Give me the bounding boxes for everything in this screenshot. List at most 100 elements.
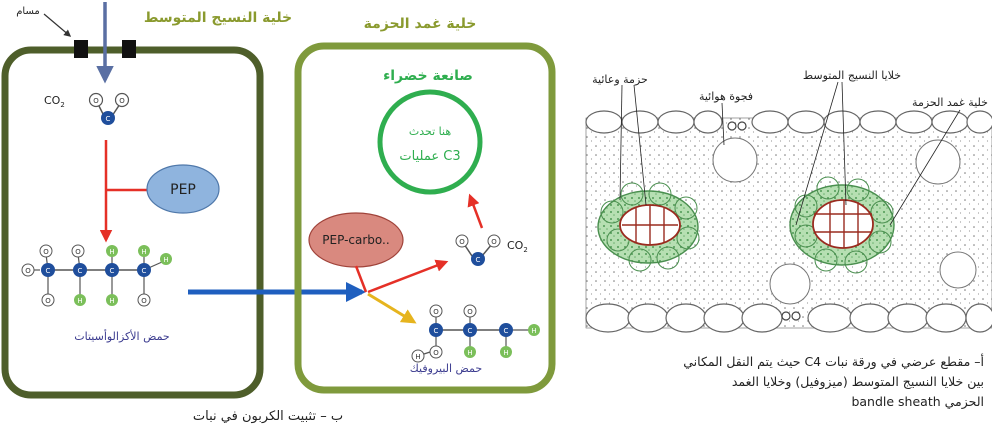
oxygen-atom [71,244,85,258]
oxygen-atom [41,293,55,307]
air-space [915,139,961,185]
co2-molecule-mesophyll: O O C [88,92,130,125]
upper-epidermis [585,110,992,134]
oxygen-atom [21,263,35,277]
oxygen-symbol: O [93,97,99,105]
label-pointers [619,81,961,226]
hydrogen-symbol: H [141,248,146,256]
oxygen-symbol: O [43,248,49,256]
pyruvate-label: حمض البيروفيك [410,362,482,375]
oxygen-symbol: O [491,238,497,246]
hydrogen-symbol: H [163,256,168,264]
hydrogen-atom [411,349,425,363]
oxygen-atom [429,345,443,359]
hydrogen-symbol: H [109,248,114,256]
hydrogen-atom [464,346,476,358]
hydrogen-symbol: H [467,349,472,357]
pep-carboxykinase-label: PEP-carbo.. [322,233,389,247]
oxygen-symbol: O [119,97,125,105]
carbon-symbol: C [468,327,473,335]
oxygen-symbol: O [141,297,147,305]
oxygen-symbol: O [45,297,51,305]
hydrogen-atom [106,294,118,306]
carbon-symbol: C [476,256,481,264]
oxygen-atom [487,234,501,248]
carbon-atom [41,263,55,277]
oxygen-symbol: O [75,248,81,256]
stoma-upper [727,121,747,131]
air-space [769,263,811,305]
chloroplast-title: صانعة خضراء [383,68,473,84]
oxygen-symbol: O [433,308,439,316]
stoma-label: مسام [16,6,40,17]
leaf-cross-section: حزمة وعائية فجوة هوائية خلايا النسيج الم… [585,69,992,333]
carbon-symbol: C [504,327,509,335]
co2-label-bundle-sheath: CO2 [507,239,528,254]
carbon-symbol: C [106,115,111,123]
carbon-atom [429,323,443,337]
oxaloacetate-molecule: O O O H H H C C C C O H H O [21,244,172,307]
carbon-symbol: C [110,267,115,275]
lower-epidermis [585,303,992,333]
carbon-atom [105,263,119,277]
oxygen-atom [39,244,53,258]
carbon-symbol: C [46,267,51,275]
carbon-atom [73,263,87,277]
chloroplast [377,89,483,195]
oxygen-atom [114,92,130,108]
hydrogen-atom [106,245,118,257]
carbon-atom [101,111,115,125]
hydrogen-symbol: H [415,353,420,361]
air-space [712,137,758,183]
caption-line-2: بين خلايا النسيج المتوسط (ميزوفيل) وخلاي… [731,374,984,389]
co2-release-arrow [367,259,449,294]
co2-label-mesophyll: CO2 [44,94,65,109]
hydrogen-atom [500,346,512,358]
vascular-bundle-2 [789,176,895,274]
hydrogen-symbol: H [531,327,536,335]
chloroplast-text-2: عمليات C3 [399,149,460,164]
vascular-bundle-1 [597,182,700,272]
oxygen-atom [137,293,151,307]
air-space [939,251,977,289]
hydrogen-atom [74,294,86,306]
stoma-lower [781,311,801,321]
decarboxylation-link [354,265,368,293]
diagram-b-caption: ب – تثبيت الكربون في نبات [193,409,343,424]
carbon-symbol: C [78,267,83,275]
pep-label: PEP [170,182,196,198]
oxygen-symbol: O [459,238,465,246]
hydrogen-symbol: H [503,349,508,357]
bundle-sheath-cell-label: خلية غمد الحزمة [912,96,988,109]
carbon-atom [463,323,477,337]
caption-line-3: الحزمي bandle sheath [851,394,984,409]
pep-bubble [146,164,220,214]
pyruvate-molecule: O O C C C H O H H H [411,304,540,363]
vascular-bundle-label: حزمة وعائية [592,73,648,86]
pyruvate-arrow [367,292,417,324]
bundle-sheath-title: خلية غمد الحزمة [364,16,477,32]
oxygen-atom [455,234,469,248]
hydrogen-atom [138,245,150,257]
carbon-atom [137,263,151,277]
diagram-a-caption: أ– مقطع عرضي في ورقة نبات C4 حيث يتم الن… [584,352,984,412]
oxygen-symbol: O [25,267,31,275]
stoma-guard-right [122,40,136,58]
co2-molecule-bundle-sheath: O O C [455,234,501,266]
air-space-label: فجوة هوائية [699,90,753,103]
stoma-pointer [43,13,72,37]
co2-to-chloroplast-arrow [467,193,484,229]
oxygen-symbol: O [467,308,473,316]
carbon-atom [471,252,485,266]
oxygen-atom [429,304,443,318]
bundle-sheath-cell [294,42,556,394]
hydrogen-atom [528,324,540,336]
carbon-atom [499,323,513,337]
oxaloacetate-label: حمض الأكزالوأسيتات [74,329,169,343]
oxygen-symbol: O [433,349,439,357]
oxygen-atom [463,304,477,318]
hydrogen-atom [160,253,172,265]
mesophyll-cells-label: خلايا النسيج المتوسط [803,69,901,82]
mesophyll-title: خلية النسيج المتوسط [144,10,292,26]
